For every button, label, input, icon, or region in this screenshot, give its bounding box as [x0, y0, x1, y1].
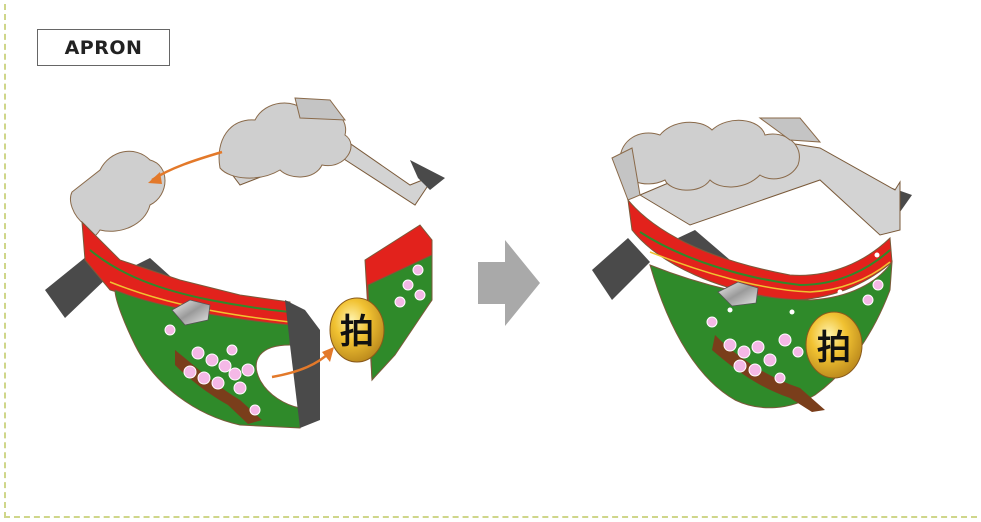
right-emblem-glyph: 拍	[817, 328, 851, 368]
apron-assembled: 拍	[592, 118, 912, 412]
right-tie-left	[592, 238, 650, 300]
apron-unassembled: 拍	[45, 98, 445, 428]
next-step-arrow-icon	[478, 240, 540, 326]
left-emblem-glyph: 拍	[340, 312, 374, 352]
